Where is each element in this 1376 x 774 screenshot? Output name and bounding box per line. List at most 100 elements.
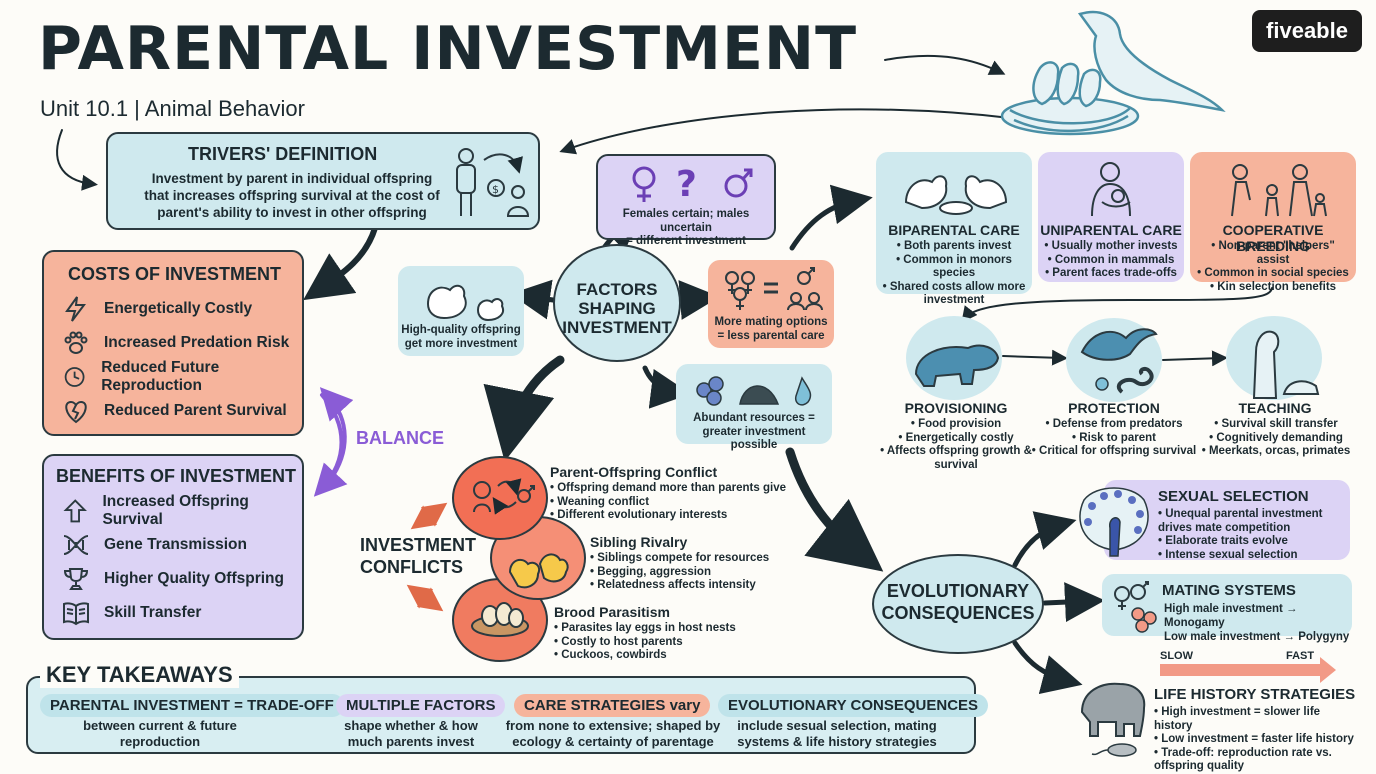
cost-item: Increased Predation Risk xyxy=(62,326,302,360)
care-type-heading: PROTECTION xyxy=(1068,400,1160,416)
cost-item: Energetically Costly xyxy=(62,292,302,326)
takeaway-line: between current & future xyxy=(83,718,237,733)
care-type-heading: PROVISIONING xyxy=(904,400,1008,416)
mating-systems-heading: MATING SYSTEMS xyxy=(1162,582,1296,599)
benefit-item: Gene Transmission xyxy=(62,528,302,562)
care-bullet: Common in monors species xyxy=(880,254,1028,281)
care-type-bullet: Affects offspring growth & survival xyxy=(880,445,1032,472)
care-bullet: Usually mother invests xyxy=(1042,240,1180,254)
care-type-bullet: Meerkats, orcas, primates xyxy=(1196,445,1356,459)
takeaway-line: reproduction xyxy=(119,734,201,749)
takeaway-pill: CARE STRATEGIES vary xyxy=(514,694,711,717)
dna-icon xyxy=(63,535,89,555)
takeaway-pill: EVOLUTIONARY CONSEQUENCES xyxy=(718,694,989,717)
takeaway-line: much parents invest xyxy=(347,734,475,749)
certainty-line: Females certain; males uncertain xyxy=(622,208,750,234)
resources-icon xyxy=(696,376,812,406)
mating-systems-line: Low male investment → Polygyny xyxy=(1164,631,1350,643)
trivers-line: that increases offspring survival at the… xyxy=(144,188,440,203)
sexual-bullet: Elaborate traits evolve xyxy=(1158,535,1346,549)
svg-text:?: ? xyxy=(676,164,697,204)
takeaway-pill: MULTIPLE FACTORS xyxy=(336,694,506,717)
cost-item: Reduced Parent Survival xyxy=(62,394,302,428)
sexual-bullet: Intense sexual selection xyxy=(1158,549,1346,563)
mating-systems-box: MATING SYSTEMS High male investment → Mo… xyxy=(1102,574,1352,643)
takeaway-line: ecology & certainty of parentage xyxy=(512,734,714,749)
life-history-bullet: High investment = slower life history xyxy=(1154,706,1354,733)
slow-label: SLOW xyxy=(1160,650,1193,662)
quality-line: get more investment xyxy=(404,337,518,350)
quality-factor-box: High-quality offspring get more investme… xyxy=(398,266,524,356)
care-bullet: Parent faces trade-offs xyxy=(1042,267,1180,281)
trivers-line: Investment by parent in individual offsp… xyxy=(151,171,433,186)
up-arrow-icon xyxy=(63,499,87,523)
care-type-bullet: Food provision xyxy=(880,418,1032,432)
conflict-brood-parasitism: Brood Parasitism Parasites lay eggs in h… xyxy=(554,604,774,663)
takeaway-pill: PARENTAL INVESTMENT = TRADE-OFF xyxy=(40,694,344,717)
key-takeaways-box: PARENTAL INVESTMENT = TRADE-OFF between … xyxy=(26,676,989,754)
cost-item: Reduced Future Reproduction xyxy=(62,359,302,394)
care-type-bullet: Defense from predators xyxy=(1030,418,1198,432)
sexual-selection-heading: SEXUAL SELECTION xyxy=(1158,488,1309,505)
life-history-bullet: Trade-off: reproduction rate vs. offspri… xyxy=(1154,747,1354,774)
svg-text:$: $ xyxy=(492,183,499,196)
care-type-bullet: Critical for offspring survival xyxy=(1030,445,1198,459)
certainty-line: = different investment xyxy=(626,235,746,247)
teaching-illustration xyxy=(1226,316,1322,400)
costs-heading: COSTS OF INVESTMENT xyxy=(68,264,282,284)
parent-offspring-icon: $ xyxy=(456,148,530,217)
trivers-heading: TRIVERS' DEFINITION xyxy=(188,144,378,164)
meerkat-icon xyxy=(1252,330,1320,399)
broken-heart-icon xyxy=(65,400,87,424)
balance-label: BALANCE xyxy=(356,428,444,448)
mating-options-factor-box: More mating options = less parental care xyxy=(708,260,834,348)
lightning-icon xyxy=(65,296,86,322)
care-type-heading: TEACHING xyxy=(1238,400,1312,416)
conflict-icons xyxy=(471,478,569,637)
care-bullet: Both parents invest xyxy=(880,240,1028,254)
care-bullet: Common in social species xyxy=(1194,267,1352,281)
fast-label: FAST xyxy=(1286,650,1315,662)
care-heading: BIPARENTAL CARE xyxy=(888,222,1020,238)
page-subtitle: Unit 10.1 | Animal Behavior xyxy=(40,96,305,121)
sexual-bullet: Unequal parental investment drives mate … xyxy=(1158,508,1346,535)
protection-illustration xyxy=(1066,318,1162,402)
family-group-icon xyxy=(1231,164,1327,217)
biparental-care-box: BIPARENTAL CARE Both parents invest Comm… xyxy=(876,152,1032,306)
key-takeaways-heading: KEY TAKEAWAYS xyxy=(40,662,239,688)
paw-icon xyxy=(64,331,88,354)
bird-pair-icon xyxy=(904,175,1008,215)
benefit-item: Increased Offspring Survival xyxy=(62,493,302,528)
cooperative-breeding-box: COOPERATIVE BREEDING Non-parent "helpers… xyxy=(1190,152,1356,293)
conflict-sibling-rivalry: Sibling Rivalry Siblings compete for res… xyxy=(590,534,790,593)
care-type-bullet: Cognitively demanding xyxy=(1196,432,1356,446)
resources-line: Abundant resources = xyxy=(693,412,815,424)
elephant-mouse-icon xyxy=(1080,682,1146,757)
care-type-bullet: Energetically costly xyxy=(880,432,1032,446)
mating-systems-line: High male investment → Monogamy xyxy=(1164,603,1298,629)
sibling-rivalry-circle xyxy=(490,516,586,600)
peacock-icon xyxy=(1079,487,1149,557)
clock-icon xyxy=(64,367,85,387)
care-bullet: Non-parent "helpers" assist xyxy=(1194,240,1352,267)
benefits-heading: BENEFITS OF INVESTMENT xyxy=(56,466,297,486)
mammal-mother-icon xyxy=(914,344,1000,387)
takeaway-line: from none to extensive; shaped by xyxy=(505,718,721,733)
resources-line: greater investment possible xyxy=(702,425,806,452)
resources-factor-box: Abundant resources = greater investment … xyxy=(676,364,832,451)
benefit-item: Skill Transfer xyxy=(62,596,302,630)
chick-icon xyxy=(426,284,504,322)
trivers-line: parent's ability to invest in other offs… xyxy=(157,205,427,220)
life-history-heading: LIFE HISTORY STRATEGIES xyxy=(1154,686,1356,703)
benefits-of-investment-box: BENEFITS OF INVESTMENT Increased Offspri… xyxy=(42,454,304,640)
mating-options-icon xyxy=(725,267,823,311)
certainty-factor-box: ? Females certain; males uncertain = dif… xyxy=(596,154,776,247)
mating-line: = less parental care xyxy=(717,329,825,342)
costs-of-investment-box: COSTS OF INVESTMENT Energetically Costly… xyxy=(42,250,304,436)
care-type-bullet: Risk to parent xyxy=(1030,432,1198,446)
care-bullet: Kin selection benefits xyxy=(1194,281,1352,295)
